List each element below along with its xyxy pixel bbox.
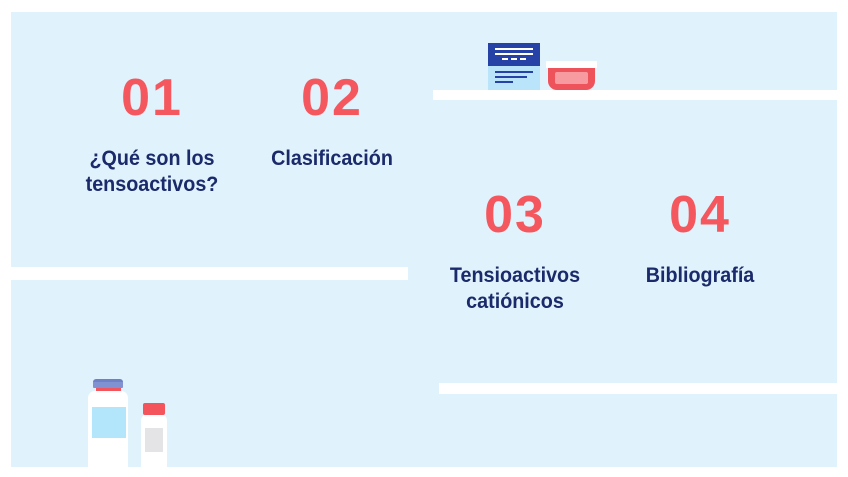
- small-bottle-label: [145, 428, 163, 452]
- notebook-line: [495, 76, 527, 78]
- notebook-line: [495, 81, 513, 83]
- bowl-rim: [546, 61, 597, 68]
- small-bottle-cap: [143, 403, 165, 415]
- notebook-line: [495, 48, 533, 50]
- toc-item-tensioactivos-cationicos[interactable]: 03 Tensioactivos catiónicos: [421, 186, 609, 315]
- toc-item-2-number: 02: [301, 69, 363, 127]
- large-bottle-icon: [88, 379, 128, 477]
- middle-left-shelf: [0, 267, 408, 280]
- bowl-contents: [555, 72, 588, 84]
- notebook-line: [495, 71, 533, 73]
- toc-item-3-number: 03: [484, 186, 546, 244]
- toc-item-1-label: ¿Qué son los tensoactivos?: [85, 147, 219, 196]
- notebook-dashed-line: [502, 58, 526, 60]
- notebook-cover: [488, 43, 540, 66]
- bowl-icon: [546, 61, 597, 90]
- toc-item-que-son-los-tensoactivos[interactable]: 01 ¿Qué son los tensoactivos?: [58, 69, 246, 198]
- toc-item-1-number: 01: [121, 69, 183, 127]
- toc-item-2-label: Clasificación: [271, 147, 393, 170]
- toc-item-bibliografia[interactable]: 04 Bibliografía: [606, 186, 794, 289]
- large-bottle-label: [92, 407, 126, 438]
- notebook-page: [488, 66, 540, 90]
- large-bottle-band: [96, 388, 121, 392]
- toc-item-clasificacion[interactable]: 02 Clasificación: [238, 69, 426, 172]
- notebook-line: [495, 53, 533, 55]
- notebook-icon: [488, 43, 540, 90]
- top-right-shelf: [433, 90, 848, 100]
- toc-item-3-label: Tensioactivos catiónicos: [449, 264, 581, 313]
- large-bottle-cap: [93, 379, 123, 388]
- toc-item-4-label: Bibliografía: [645, 264, 755, 287]
- bottom-right-shelf: [439, 383, 848, 394]
- small-bottle-icon: [141, 403, 167, 477]
- toc-item-4-number: 04: [669, 186, 731, 244]
